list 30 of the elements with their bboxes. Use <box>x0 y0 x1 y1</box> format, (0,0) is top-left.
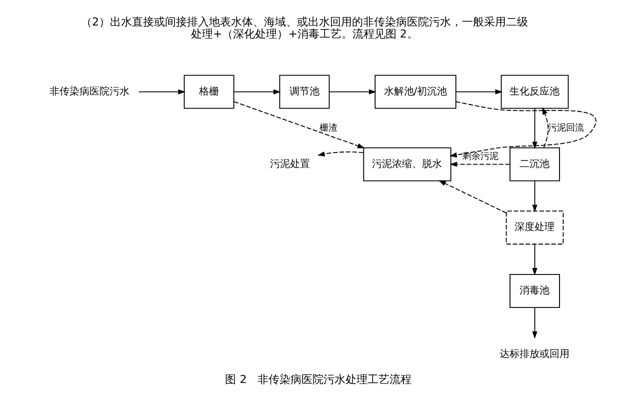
node-box: 生化反应池 <box>500 74 568 109</box>
label: （2）出水直接或间接排入地表水体、海域、或出水回用的非传染病医院污水，一般采用二级处理+（深化处理）+消毒工艺。流程见图 2。 <box>80 15 528 40</box>
arrow <box>532 180 537 212</box>
arrow <box>438 180 506 214</box>
node-box: 水解池/初沉池 <box>374 74 456 109</box>
arrow <box>328 89 376 94</box>
node-box: 消毒池 <box>509 274 560 308</box>
arrow <box>316 151 364 156</box>
arrow <box>233 101 364 148</box>
arrow <box>449 162 510 167</box>
edge-label: 污泥回流 <box>547 122 584 134</box>
node-box: 格栅 <box>183 74 234 109</box>
node-box: 二沉池 <box>509 147 560 182</box>
node-box: 调节池 <box>278 74 330 109</box>
node-text: 非传染病医院污水 <box>49 86 130 98</box>
arrow <box>455 89 502 94</box>
edge-label: 剩余污泥 <box>462 150 498 162</box>
node-box: 深度处理 <box>505 210 564 245</box>
caption: 图 2 非传染病医院污水处理工艺流程 <box>224 373 412 386</box>
node-box: 污泥浓缩、脱水 <box>362 147 451 182</box>
node-text: 污泥处置 <box>269 158 310 170</box>
edge-label: 栅渣 <box>318 122 337 134</box>
arrow <box>532 307 537 339</box>
arrow <box>532 244 537 276</box>
arrow <box>542 107 548 148</box>
arrow <box>532 108 537 150</box>
arrow <box>448 101 596 158</box>
arrow <box>233 89 280 94</box>
arrow <box>138 89 185 94</box>
node-text: 达标排放或回用 <box>499 348 570 360</box>
